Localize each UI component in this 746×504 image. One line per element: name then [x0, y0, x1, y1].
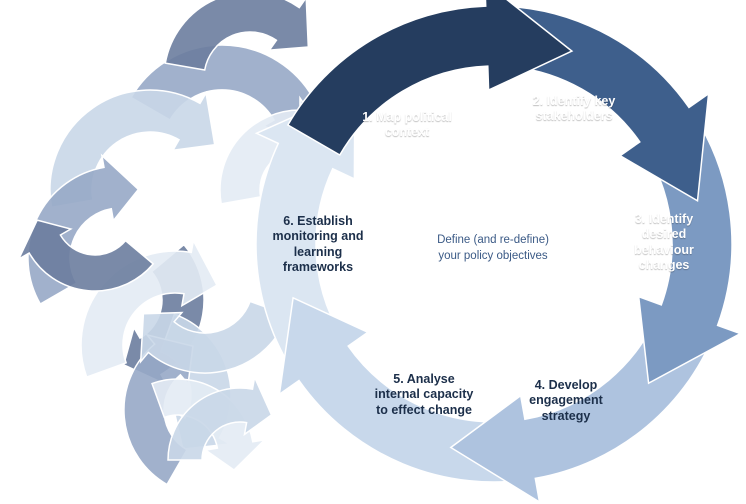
background-ghost-arrows — [17, 0, 327, 486]
ghost-arrow-10 — [17, 219, 155, 292]
ghost-arrow-2 — [164, 0, 310, 71]
ghost-arrow-11 — [139, 300, 289, 374]
step-5-label: 5. Analyse internal capacity to effect c… — [374, 372, 474, 417]
ghost-arrow-12 — [167, 374, 273, 461]
step-2-label: 2. Identify key stakeholders — [532, 94, 616, 124]
center-objective-text: Define (and re-define) your policy objec… — [437, 234, 549, 263]
step-3-label: 3. Identify desired behaviour changes — [634, 212, 694, 272]
step-6-arrow — [254, 88, 356, 382]
step-6-label: 6. Establish monitoring and learning fra… — [272, 214, 364, 274]
step-1-arrow — [286, 0, 574, 157]
step-1-label: 1. Map political context — [362, 110, 452, 140]
main-cycle-ring — [254, 0, 743, 504]
step-4-label: 4. Develop engagement strategy — [529, 378, 603, 423]
